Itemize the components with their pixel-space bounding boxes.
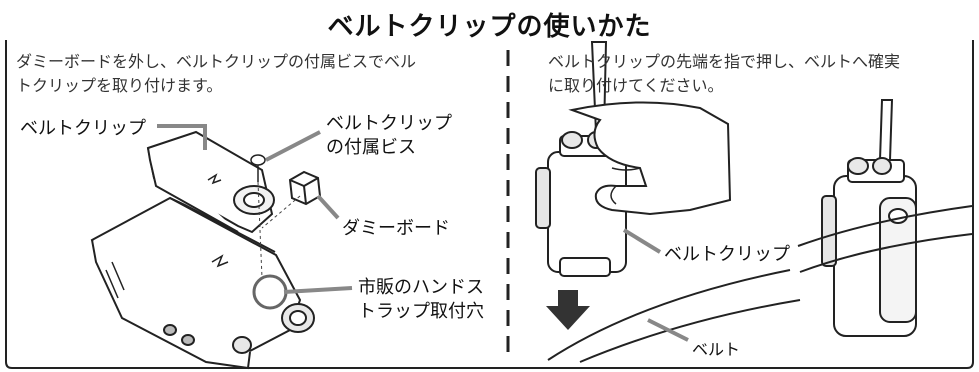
screw-label-line1: ベルトクリップ <box>326 113 452 134</box>
screw-label-line2: の付属ビス <box>326 137 416 158</box>
screw-illustration <box>250 154 266 182</box>
belt-callout-line <box>647 318 689 342</box>
belt-illustration <box>547 269 801 363</box>
left-instruction-line2: トクリップを取り付けます。 <box>16 76 223 95</box>
left-instruction-line1: ダミーボードを外し、ベルトクリップの付属ビスでベル <box>16 52 417 71</box>
belt-clip-right-callout-line <box>622 228 662 254</box>
right-instruction-line1: ベルトクリップの先端を指で押し、ベルトへ確実 <box>548 52 901 71</box>
belt-label: ベルト <box>692 340 741 359</box>
strap-hole-callout-line <box>283 286 353 294</box>
dummy-board-callout-line <box>316 194 340 220</box>
radio-body-illustration <box>90 196 315 370</box>
right-instruction: ベルトクリップの先端を指で押し、ベルトへ確実 に取り付けてください。 <box>548 50 900 98</box>
hand-illustration <box>568 101 732 216</box>
radio-on-belt-illustration <box>821 99 917 337</box>
strap-hole-label: 市販のハンドス トラップ取付穴 <box>358 276 484 324</box>
left-instruction: ダミーボードを外し、ベルトクリップの付属ビスでベル トクリップを取り付けます。 <box>16 50 416 98</box>
belt-clip-label: ベルトクリップ <box>20 118 146 139</box>
dummy-board-label: ダミーボード <box>342 218 450 239</box>
screw-label: ベルトクリップ の付属ビス <box>326 112 452 160</box>
right-instruction-line2: に取り付けてください。 <box>548 76 724 95</box>
dummy-board-illustration <box>288 170 322 206</box>
belt-clip-illustration <box>146 130 275 234</box>
screw-callout-line <box>265 130 321 162</box>
push-down-arrow <box>546 290 590 330</box>
page-title: ベルトクリップの使いかた <box>327 12 652 42</box>
belt-clip-right-label: ベルトクリップ <box>664 244 790 265</box>
strap-hole-label-line1: 市販のハンドス <box>358 277 484 298</box>
strap-hole-label-line2: トラップ取付穴 <box>358 301 484 322</box>
belt-strip-illustration <box>797 205 973 273</box>
belt-clip-callout-line <box>157 124 207 150</box>
